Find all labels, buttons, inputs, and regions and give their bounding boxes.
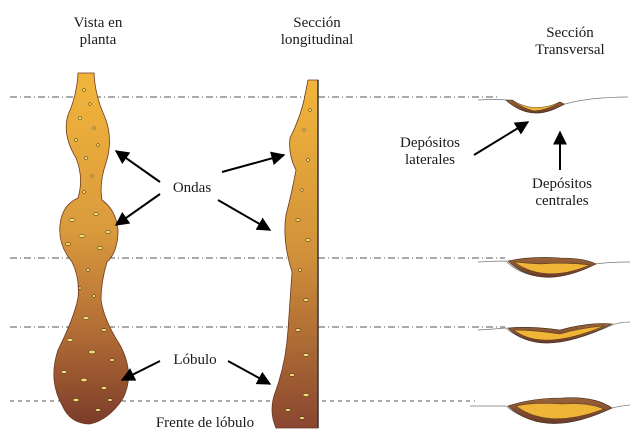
header-longitudinal-line1: Sección [262, 15, 372, 32]
arrow-waves-plan-lower [116, 194, 160, 225]
label-lateral-deposits-line2: laterales [390, 152, 470, 169]
arrows [116, 122, 560, 384]
cross-section-2 [478, 257, 630, 277]
cross-section-3 [478, 322, 630, 343]
header-plan-view: Vista en planta [58, 15, 138, 49]
arrow-waves-long-lower [218, 200, 270, 230]
arrow-waves-plan-upper [116, 151, 160, 182]
header-longitudinal-line2: longitudinal [262, 32, 372, 49]
header-plan-view-line1: Vista en [58, 15, 138, 32]
header-longitudinal: Sección longitudinal [262, 15, 372, 49]
label-lobe-front: Frente de lóbulo [130, 415, 280, 432]
label-waves: Ondas [162, 180, 222, 197]
cross-section-1 [478, 97, 628, 113]
cross-section-4 [470, 398, 630, 424]
label-central-deposits-line1: Depósitos [522, 176, 602, 193]
label-central-deposits: Depósitos centrales [522, 176, 602, 210]
arrow-lateral-deposits [474, 122, 528, 155]
label-lobe: Lóbulo [160, 352, 230, 369]
header-plan-view-line2: planta [58, 32, 138, 49]
label-lateral-deposits-line1: Depósitos [390, 135, 470, 152]
header-cross-section: Sección Transversal [520, 25, 620, 59]
label-lateral-deposits: Depósitos laterales [390, 135, 470, 169]
label-central-deposits-line2: centrales [522, 193, 602, 210]
header-cross-section-line2: Transversal [520, 42, 620, 59]
arrow-lobe-long [228, 361, 270, 384]
header-cross-section-line1: Sección [520, 25, 620, 42]
longitudinal-flow [272, 80, 318, 428]
arrow-waves-long-upper [222, 155, 284, 172]
